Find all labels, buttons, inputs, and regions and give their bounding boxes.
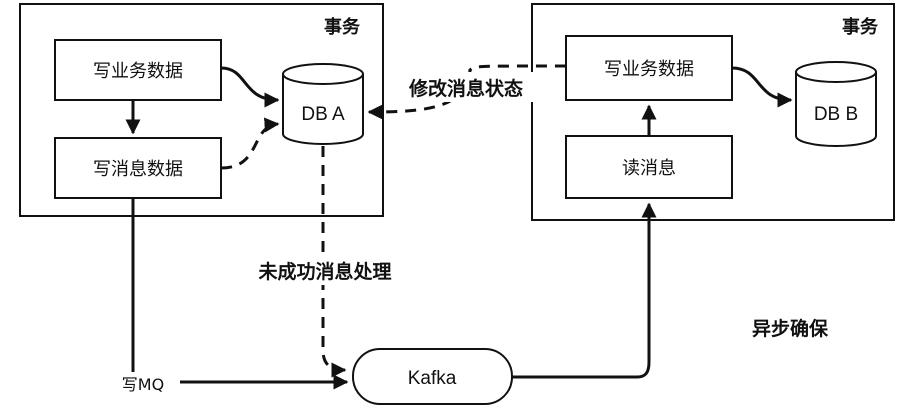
right-write-business-label: 写业务数据 bbox=[604, 59, 694, 80]
db-b-label: DB B bbox=[814, 104, 858, 125]
async-guarantee-label: 异步确保 bbox=[752, 317, 829, 340]
left-write-business-label: 写业务数据 bbox=[93, 61, 183, 82]
write-mq-label-bg bbox=[106, 372, 180, 394]
left-transaction-title: 事务 bbox=[324, 16, 361, 38]
retry-failed-dashed-arrow bbox=[321, 146, 347, 378]
left-write-message-box bbox=[54, 137, 222, 199]
left-write-message-label: 写消息数据 bbox=[93, 159, 183, 180]
update-status-dashed-arrow bbox=[367, 64, 567, 120]
right-business-to-db-arrow bbox=[731, 66, 793, 108]
write-mq-arrow bbox=[131, 198, 349, 390]
update-status-label: 修改消息状态 bbox=[408, 77, 523, 100]
retry-failed-label: 未成功消息处理 bbox=[257, 260, 391, 283]
kafka-to-read-arrow bbox=[512, 202, 657, 379]
right-transaction-title: 事务 bbox=[842, 16, 879, 38]
left-write-business-box bbox=[54, 39, 222, 101]
retry-failed-label-bg bbox=[242, 255, 408, 285]
right-read-message-label: 读消息 bbox=[622, 158, 676, 179]
write-mq-label: 写MQ bbox=[122, 375, 164, 394]
db-b-cylinder bbox=[795, 61, 877, 147]
kafka-label: Kafka bbox=[408, 368, 457, 389]
right-write-business-box bbox=[565, 35, 733, 101]
db-a-cylinder bbox=[282, 63, 364, 145]
db-a-label: DB A bbox=[301, 104, 345, 125]
update-status-label-bg bbox=[395, 72, 537, 102]
message-to-db-dashed-arrow bbox=[220, 117, 280, 170]
left-business-to-db-arrow bbox=[220, 66, 280, 108]
right-read-message-box bbox=[565, 135, 733, 199]
